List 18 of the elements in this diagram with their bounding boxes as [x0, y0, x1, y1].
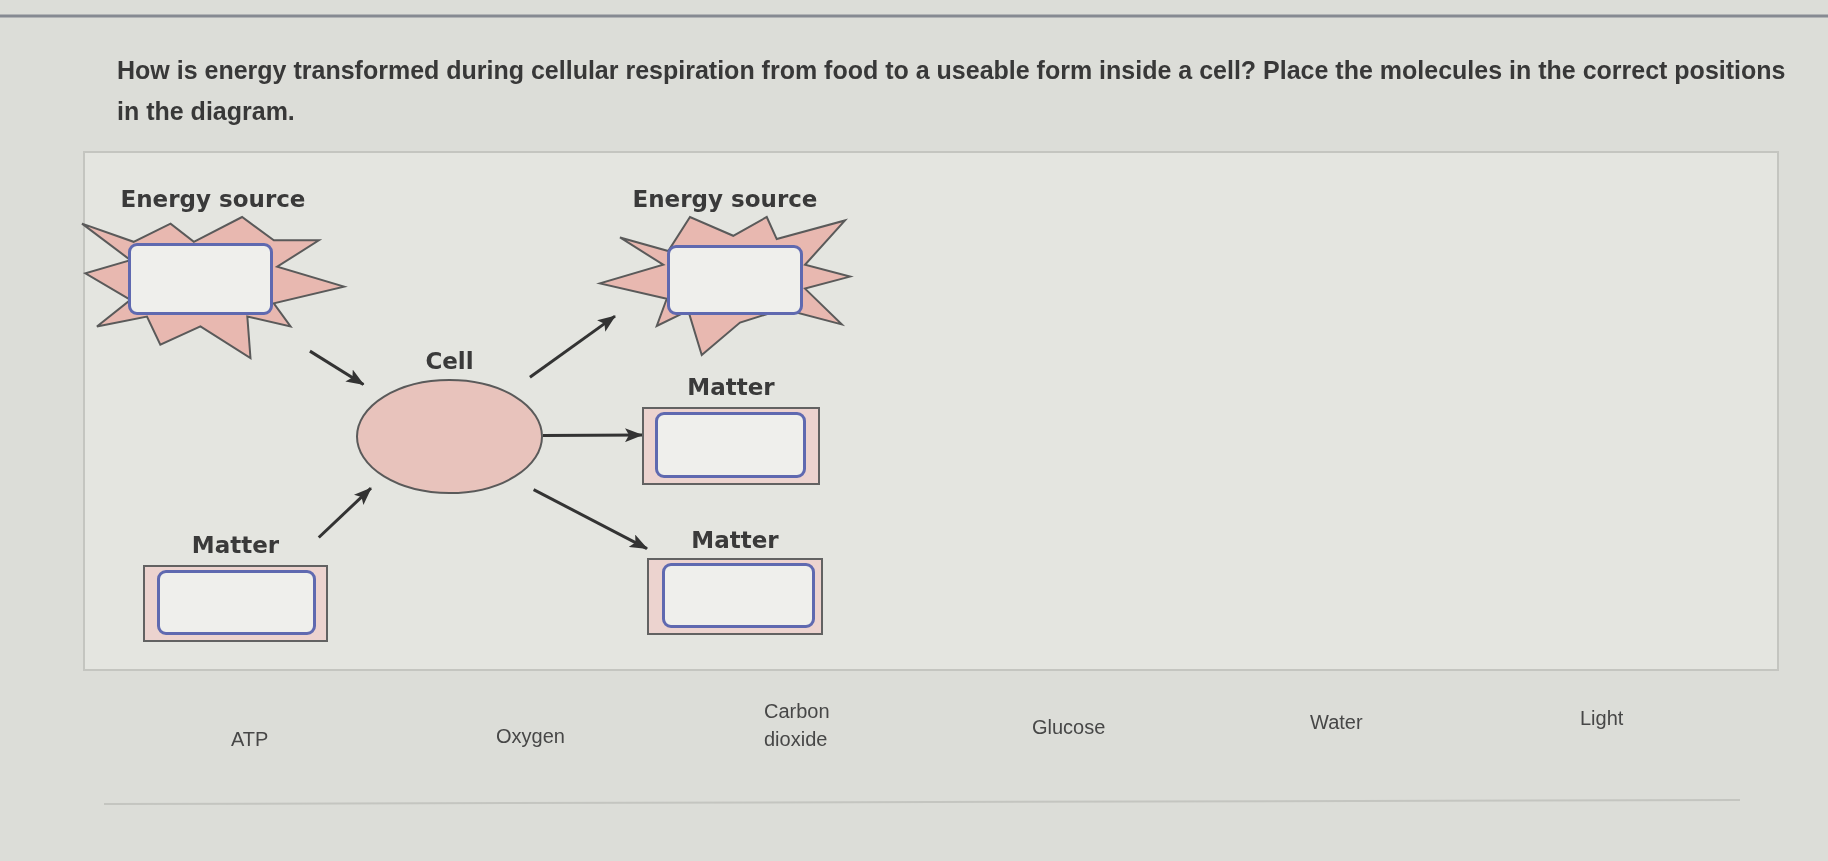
arrow: [532, 488, 648, 550]
arrow: [317, 487, 372, 539]
answer-option: Water: [1310, 708, 1363, 736]
node-heading: Matter: [691, 527, 779, 553]
arrow: [543, 428, 643, 443]
answer-option: Glucose: [1032, 713, 1106, 741]
question-text: How is energy transformed during cellular respiration from food to a useable form inside a cell? Place the molecules in the correct positions in the diagram.: [117, 55, 1787, 127]
arrow: [529, 314, 616, 379]
answer-option: Carbon dioxide: [764, 697, 854, 753]
node-heading: Cell: [425, 348, 474, 374]
arrow: [309, 349, 365, 386]
node-heading: Matter: [687, 374, 775, 400]
node-heading: Matter: [191, 532, 280, 558]
node-heading: Energy source: [632, 186, 818, 212]
answer-option: ATP: [231, 725, 269, 753]
answer-option: Light: [1580, 704, 1624, 732]
node-heading: Energy source: [120, 186, 306, 212]
answer-option: Oxygen: [496, 722, 565, 750]
